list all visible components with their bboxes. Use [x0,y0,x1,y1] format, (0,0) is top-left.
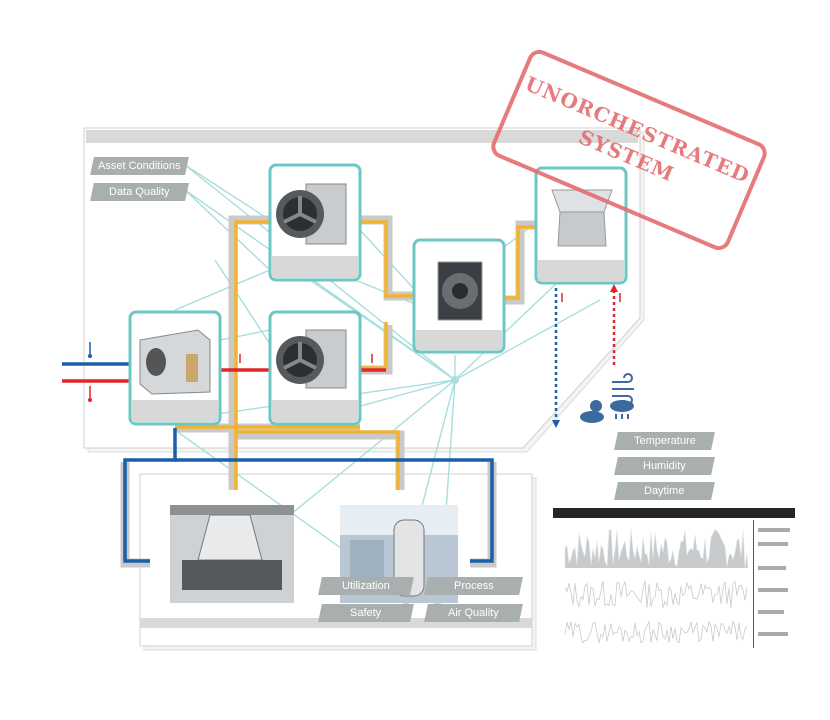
humidity-label: Humidity [643,460,686,472]
utilization-label: Utilization [342,580,390,592]
red-flow-arrow [610,284,618,292]
air-quality-tag: Air Quality [424,604,523,622]
asset-conditions-tag: Asset Conditions [90,157,189,175]
data-quality-label: Data Quality [109,186,170,198]
mixing-unit-icon [139,329,211,395]
sun-cloud-icon [580,400,604,423]
process-trend-chart [564,580,748,609]
dashboard-charts [553,508,795,648]
daytime-label: Daytime [644,485,685,497]
asset-conditions-label: Asset Conditions [98,160,181,172]
humidity-tag: Humidity [614,457,715,475]
data-hub-node [451,376,459,384]
process-tag: Process [424,577,523,595]
daytime-tag: Daytime [614,482,715,500]
wind-icon [612,373,634,405]
data-quality-tag: Data Quality [90,183,189,201]
equipment-label-bars [132,256,624,422]
process-label: Process [453,580,494,592]
roof-hood-icon [551,189,613,247]
safety-label: Safety [350,607,382,619]
air-quality-label: Air Quality [448,607,499,619]
temperature-tag: Temperature [614,432,715,450]
blue-flow [62,288,558,563]
heat-exchanger-icon [437,261,483,321]
rain-cloud-icon [610,400,634,419]
ceiling-diffuser-photo [170,505,294,603]
utilization-tag: Utilization [318,577,414,595]
temperature-label: Temperature [633,435,696,447]
red-flow [62,290,616,383]
thermometer-icon [88,293,621,402]
safety-tag: Safety [318,604,414,622]
temperature-trend-chart [564,528,749,569]
fan-icon [276,183,347,389]
air-quality-trend-chart [564,619,748,644]
orange-air-flow [175,220,540,490]
blue-flow-arrow [552,420,560,428]
background-panels [83,127,645,651]
